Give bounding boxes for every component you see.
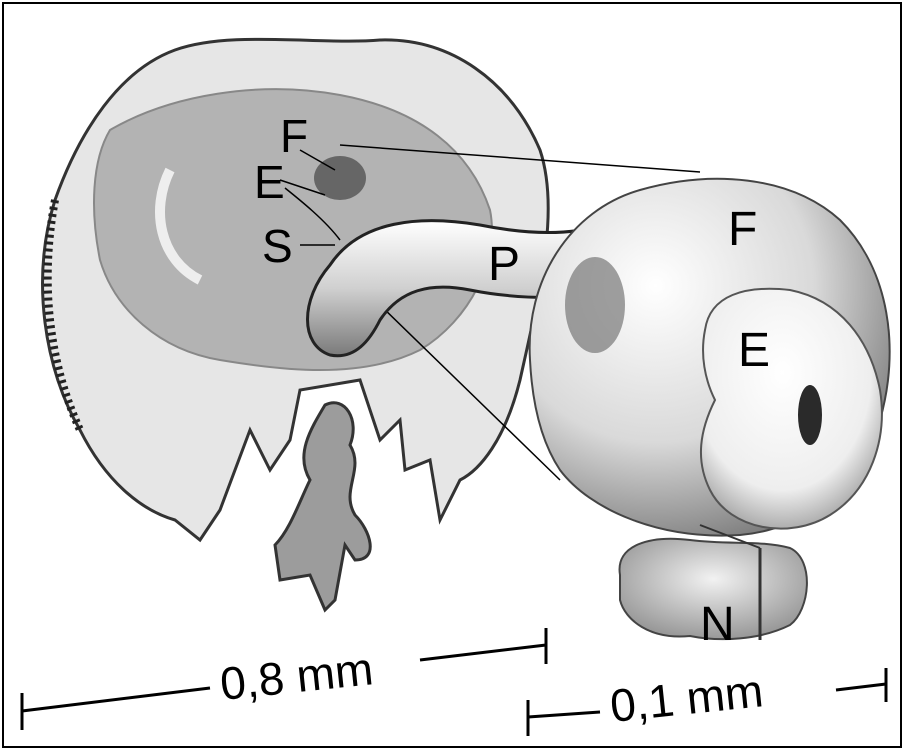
scale-left-line-a xyxy=(22,688,210,711)
scale-right-label: 0,1 mm xyxy=(608,664,766,732)
label-E-whole: E xyxy=(254,156,285,208)
label-F-whole: F xyxy=(280,110,308,162)
scale-left-label: 0,8 mm xyxy=(218,642,376,710)
label-F-detail: F xyxy=(728,203,757,256)
label-S-whole: S xyxy=(262,220,293,272)
globe-socket xyxy=(565,257,625,353)
lobe-pore xyxy=(798,385,822,445)
scale-right-line-a xyxy=(528,712,600,717)
label-P-detail: P xyxy=(488,238,520,291)
label-E-detail: E xyxy=(738,324,770,377)
scale-left-line-b xyxy=(420,645,546,660)
label-N-detail: N xyxy=(700,598,735,651)
scale-right-line-b xyxy=(836,684,886,690)
